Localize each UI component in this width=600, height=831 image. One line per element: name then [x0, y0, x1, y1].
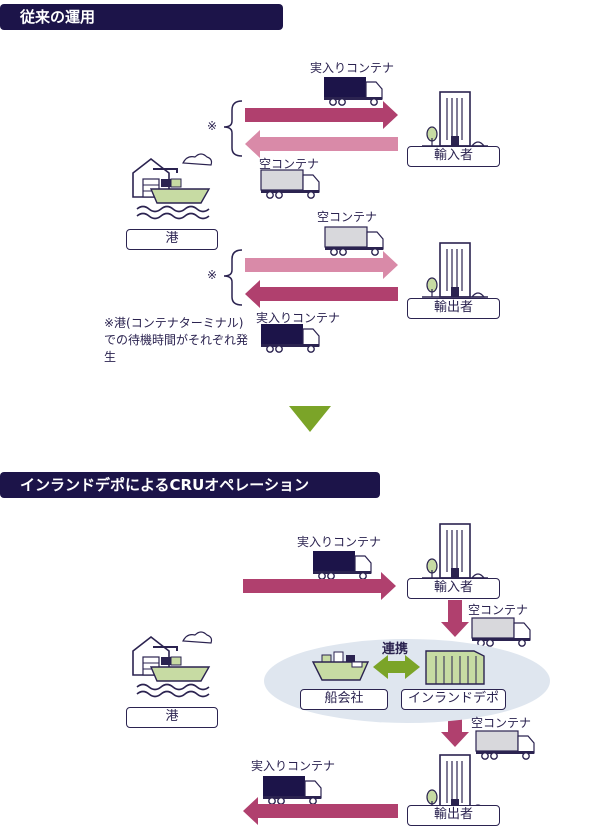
- exporter-building-icon: [421, 242, 489, 298]
- inland-depot-label-box: インランドデポ: [401, 689, 506, 710]
- shipping-company-label-box: 船会社: [300, 689, 388, 710]
- label-full-container: 実入りコンテナ: [310, 61, 395, 75]
- exporter-label-box: 輸出者: [407, 298, 500, 319]
- arrow-full-to-importer: [245, 101, 398, 129]
- note-mark-bottom: ※: [207, 268, 218, 282]
- importer-label-box: 輸入者: [407, 578, 500, 599]
- truck-empty-icon: [260, 169, 320, 199]
- down-triangle-icon: [289, 406, 331, 432]
- label-full-container: 実入りコンテナ: [256, 311, 341, 325]
- ship-icon: [311, 651, 370, 681]
- label-empty-container: 空コンテナ: [468, 603, 529, 617]
- exporter-building-icon: [421, 754, 489, 810]
- section1-title: 従来の運用: [0, 4, 283, 30]
- link-label: 連携: [382, 642, 409, 657]
- label-full-container: 実入りコンテナ: [251, 759, 336, 773]
- bracket-bottom: [223, 249, 243, 306]
- arrow-down-to-depot: [441, 600, 469, 637]
- link-double-arrow: [373, 655, 420, 679]
- arrow-full-from-exporter: [245, 280, 398, 308]
- port-label-box: 港: [126, 707, 218, 728]
- truck-full-icon: [312, 550, 372, 580]
- label-empty-container: 空コンテナ: [471, 716, 532, 730]
- label-empty-container: 空コンテナ: [317, 210, 378, 224]
- port-icon: [132, 631, 213, 698]
- depot-warehouse-icon: [425, 650, 485, 685]
- importer-building-icon: [421, 91, 489, 147]
- truck-empty-icon: [324, 226, 384, 256]
- bracket-top: [223, 100, 243, 157]
- arrow-empty-to-exporter: [245, 251, 398, 279]
- importer-building-icon: [421, 523, 489, 579]
- truck-full-icon: [323, 76, 383, 106]
- arrow-full-from-exporter: [243, 797, 398, 825]
- note-mark-top: ※: [207, 119, 218, 133]
- label-empty-container: 空コンテナ: [259, 157, 320, 171]
- importer-label-box: 輸入者: [407, 146, 500, 167]
- section2-title: インランドデポによるCRUオペレーション: [0, 472, 380, 498]
- waiting-time-note: ※港(コンテナターミナル)での待機時間がそれぞれ発生: [104, 316, 249, 364]
- arrow-empty-from-importer: [245, 130, 398, 158]
- truck-empty-icon: [475, 730, 535, 760]
- truck-full-icon: [262, 775, 322, 805]
- truck-full-icon: [260, 323, 320, 353]
- arrow-full-to-importer: [243, 572, 396, 600]
- port-icon: [132, 153, 213, 220]
- truck-empty-icon: [471, 617, 531, 647]
- label-full-container: 実入りコンテナ: [297, 535, 382, 549]
- port-label-box: 港: [126, 229, 218, 250]
- exporter-label-box: 輸出者: [407, 805, 500, 826]
